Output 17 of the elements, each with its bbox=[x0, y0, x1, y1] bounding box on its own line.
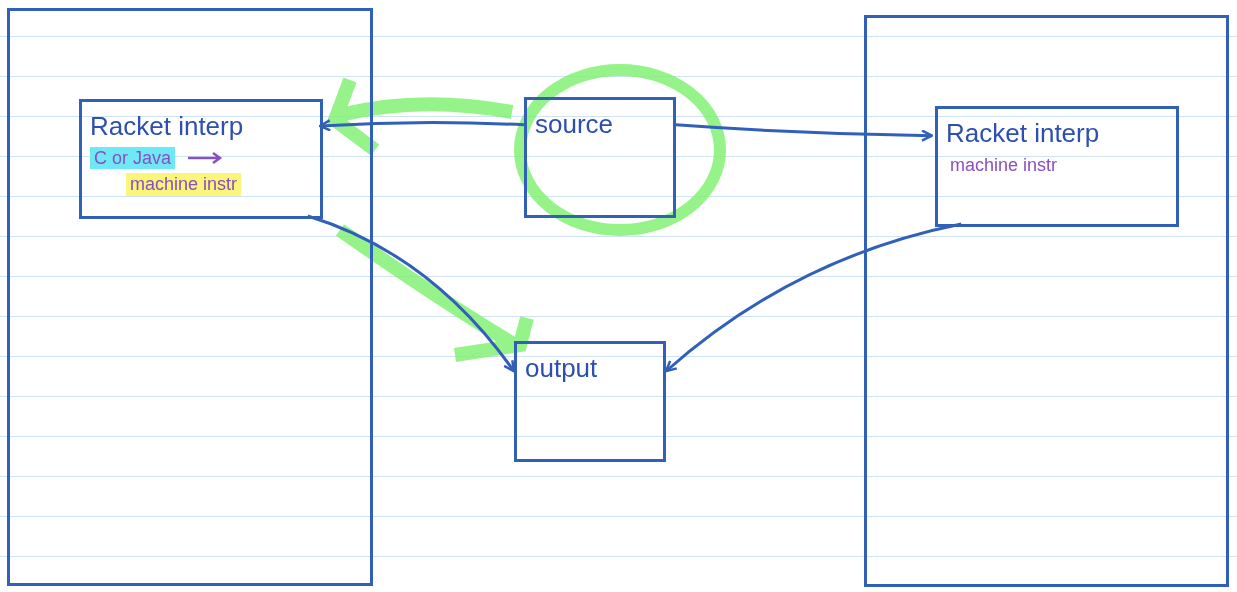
process-box bbox=[514, 341, 666, 462]
arrow bbox=[675, 123, 934, 142]
node-label: Racket interp bbox=[946, 117, 1100, 150]
node-sublabel: machine instr bbox=[949, 153, 1059, 176]
arrow bbox=[664, 222, 962, 373]
highlighted-text: C or Java bbox=[90, 146, 176, 169]
device-frame bbox=[864, 15, 1229, 587]
node-label: Racket interp bbox=[90, 110, 244, 143]
device-frame bbox=[7, 8, 373, 586]
arrow bbox=[318, 119, 525, 132]
process-box bbox=[79, 99, 323, 219]
process-box bbox=[935, 106, 1179, 227]
highlighted-text: machine instr bbox=[126, 173, 242, 196]
node-label: output bbox=[525, 352, 598, 385]
process-box bbox=[524, 97, 676, 218]
arrow bbox=[307, 214, 516, 373]
node-label: source bbox=[535, 108, 614, 141]
